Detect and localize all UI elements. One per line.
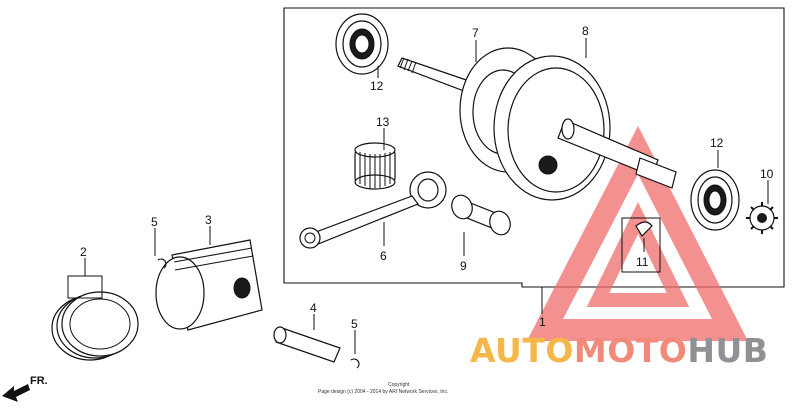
front-label: FR. (30, 375, 48, 387)
timing-sprocket (746, 202, 778, 234)
callout-12-right: 12 (710, 136, 724, 150)
connecting-rod (299, 171, 447, 249)
callout-10: 10 (760, 167, 774, 181)
piston-pin (273, 326, 341, 363)
bearing-right (690, 169, 740, 231)
callout-12-upper: 12 (370, 79, 384, 93)
front-direction-indicator: FR. (2, 375, 48, 402)
piston (155, 239, 263, 331)
bearing-upper (335, 13, 389, 75)
callout-13: 13 (376, 115, 390, 129)
watermark-logo: AUTOMOTOHUB (470, 331, 768, 370)
front-arrow-icon (2, 384, 30, 402)
woodruff-key (635, 221, 653, 237)
part-callouts: 1 2 3 4 5 5 6 7 8 9 10 11 12 12 13 (80, 24, 774, 331)
callout-5-upper: 5 (151, 215, 158, 229)
callout-2: 2 (80, 245, 87, 259)
piston-pin-clip-lower (350, 358, 360, 369)
crankshaft-group-box (283, 7, 785, 288)
callout-8: 8 (582, 24, 589, 38)
watermark-auto: AUTO (470, 331, 574, 370)
crankshaft (397, 47, 677, 201)
callout-6: 6 (380, 249, 387, 263)
callout-7: 7 (472, 26, 479, 40)
watermark-hub: HUB (687, 331, 768, 370)
leader-lines (84, 38, 769, 354)
svg-text:AUTOMOTOHUB: AUTOMOTOHUB (470, 331, 768, 370)
piston-pin-clip-upper (157, 258, 167, 269)
crank-pin (451, 194, 511, 236)
callout-3: 3 (205, 213, 212, 227)
callout-1: 1 (539, 315, 546, 329)
watermark-moto: MOTO (574, 331, 687, 370)
callout-9: 9 (460, 259, 467, 273)
callout-11: 11 (636, 255, 649, 269)
piston-rings (51, 291, 139, 361)
callout-4: 4 (310, 301, 317, 315)
key-inset-box (621, 217, 661, 273)
copyright-notice: Page design (c) 2004 - 2014 by ARI Netwo… (318, 389, 448, 395)
callout-5-lower: 5 (351, 317, 358, 331)
needle-bearing (354, 142, 396, 190)
copyright-title: Copyright (388, 382, 410, 388)
watermark-triangle (526, 125, 748, 341)
